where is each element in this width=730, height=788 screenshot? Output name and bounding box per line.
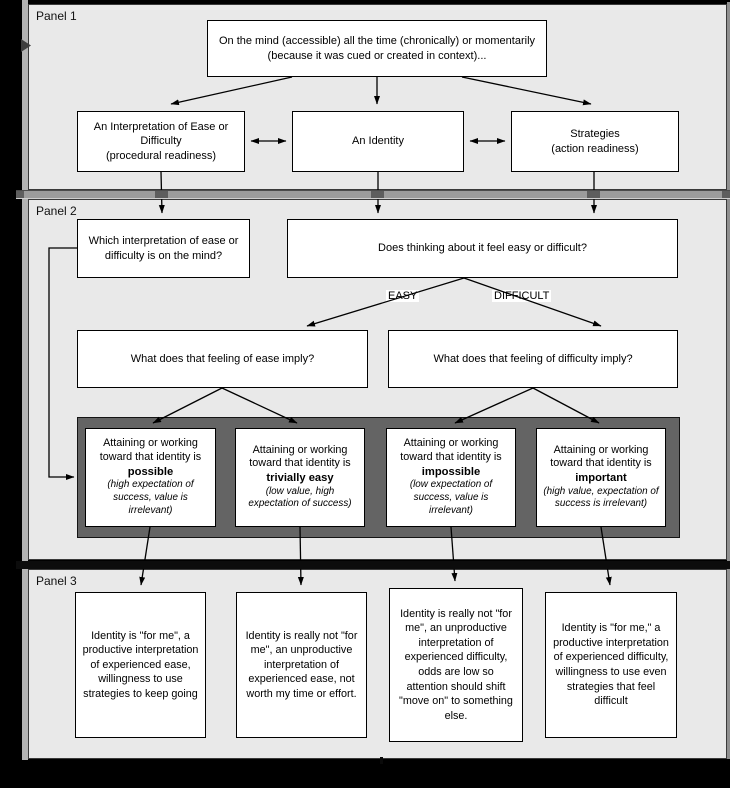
outcome-lead: Attaining or working toward that identit… — [550, 443, 652, 470]
strategies-title: Strategies — [570, 128, 620, 141]
separator-crossing — [370, 191, 384, 198]
conclusion-box-productive-ease: Identity is "for me", a productive inter… — [75, 592, 206, 738]
outcome-box-important: Attaining or working toward that identit… — [536, 428, 666, 527]
outcome-lead: Attaining or working toward that identit… — [99, 437, 202, 464]
panel3-label: Panel 3 — [36, 574, 77, 588]
ease-imply-text: What does that feeling of ease imply? — [130, 352, 315, 365]
outcome-lead: Attaining or working toward that identit… — [249, 443, 351, 470]
outcome-note: (low expectation of success, value is ir… — [409, 479, 493, 516]
outcome-term: impossible — [421, 465, 481, 478]
strategies-box: Strategies (action readiness) — [511, 111, 679, 172]
conclusion-text: Identity is "for me," a productive inter… — [553, 622, 669, 708]
outcome-box-trivially-easy: Attaining or working toward that identit… — [235, 428, 365, 527]
outcome-term: trivially easy — [266, 472, 334, 485]
panel2-label: Panel 2 — [36, 204, 77, 218]
outcome-term: possible — [127, 465, 174, 478]
panel-handle-icon[interactable] — [19, 37, 33, 55]
separator-crossing — [586, 191, 600, 198]
strategies-subtitle: (action readiness) — [551, 142, 639, 155]
separator-endcap — [722, 191, 730, 198]
difficulty-imply-text: What does that feeling of difficulty imp… — [433, 352, 633, 365]
left-gutter — [22, 0, 28, 760]
identity-title: An Identity — [352, 135, 404, 148]
outcome-lead: Attaining or working toward that identit… — [400, 437, 502, 464]
identity-box: An Identity — [292, 111, 464, 172]
panel1-panel2-separator — [16, 190, 730, 199]
separator-endcap — [16, 191, 24, 198]
conclusion-text: Identity is "for me", a productive inter… — [82, 629, 199, 700]
which-interpretation-text: Which interpretation of ease or difficul… — [88, 235, 239, 262]
outcome-note: (high value, expectation of success is i… — [543, 485, 659, 510]
interpretation-title: An Interpretation of Ease or Difficulty — [93, 121, 229, 148]
interpretation-subtitle: (procedural readiness) — [105, 149, 217, 162]
conclusion-box-unproductive-ease: Identity is really not "for me", an unpr… — [236, 592, 367, 738]
does-thinking-text: Does thinking about it feel easy or diff… — [378, 242, 587, 255]
does-thinking-box: Does thinking about it feel easy or diff… — [287, 219, 678, 278]
on-the-mind-box: On the mind (accessible) all the time (c… — [207, 20, 547, 77]
which-interpretation-box: Which interpretation of ease or difficul… — [77, 219, 250, 278]
outcome-box-possible: Attaining or working toward that identit… — [85, 428, 216, 527]
easy-edge-label: EASY — [386, 290, 420, 302]
outcome-term: important — [575, 472, 627, 485]
difficulty-imply-box: What does that feeling of difficulty imp… — [388, 330, 678, 388]
outcome-note: (high expectation of success, value is i… — [107, 479, 194, 516]
conclusion-text: Identity is really not "for me", an unpr… — [399, 607, 513, 722]
interpretation-box: An Interpretation of Ease or Difficulty … — [77, 111, 245, 172]
outcome-box-impossible: Attaining or working toward that identit… — [386, 428, 516, 527]
difficult-edge-label: DIFFICULT — [492, 290, 552, 302]
ease-imply-box: What does that feeling of ease imply? — [77, 330, 368, 388]
conclusion-box-productive-difficulty: Identity is "for me," a productive inter… — [545, 592, 677, 738]
panel2-panel3-separator — [16, 561, 730, 569]
conclusion-text: Identity is really not "for me", an unpr… — [245, 629, 358, 700]
right-edge-strip — [727, 2, 730, 759]
outcome-note: (low value, high expectation of success) — [248, 485, 352, 510]
panel1-label: Panel 1 — [36, 9, 77, 23]
bottom-tick — [380, 757, 383, 764]
separator-crossing — [154, 191, 168, 198]
on-the-mind-text: On the mind (accessible) all the time (c… — [218, 35, 536, 62]
conclusion-box-unproductive-difficulty: Identity is really not "for me", an unpr… — [389, 588, 523, 742]
